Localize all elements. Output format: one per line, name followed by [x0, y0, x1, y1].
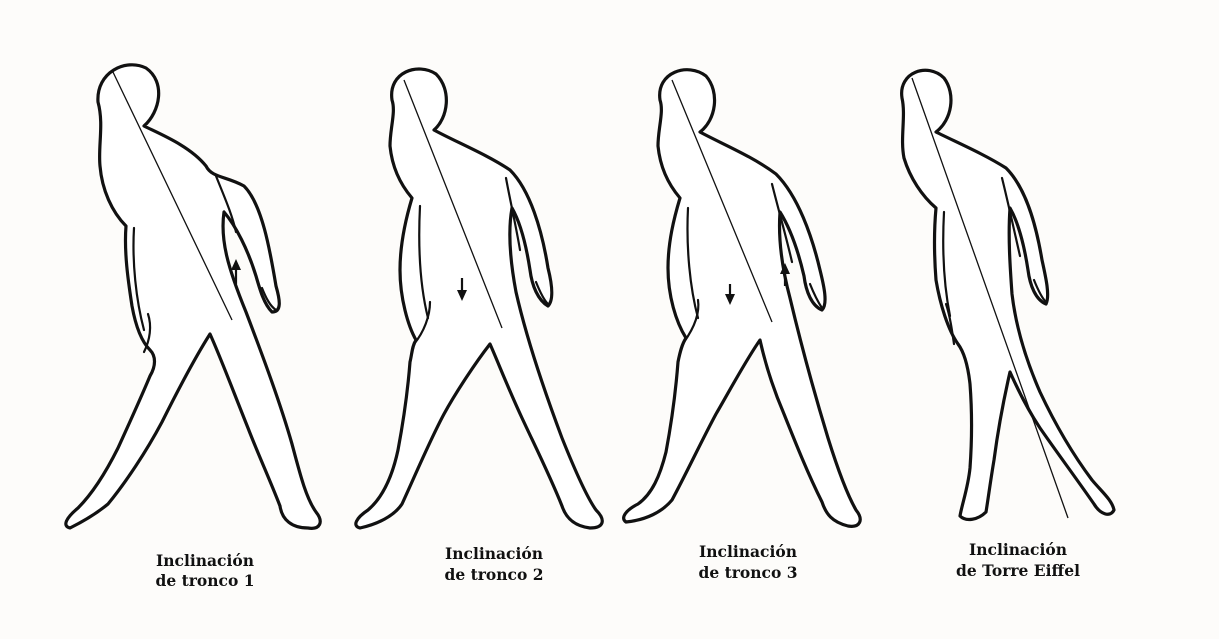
caption-line-2: de tronco 3 — [699, 563, 798, 582]
figure-tronco-1: Inclinación de tronco 1 — [66, 65, 320, 590]
caption-line-1: Inclinación — [969, 540, 1067, 559]
figure-torre-eiffel: Inclinación de Torre Eiffel — [902, 70, 1114, 580]
figure-tronco-2: Inclinación de tronco 2 — [356, 69, 602, 584]
caption-line-2: de tronco 1 — [156, 571, 255, 590]
body-outline — [624, 70, 861, 527]
caption-line-2: de Torre Eiffel — [956, 561, 1080, 580]
caption-line-1: Inclinación — [699, 542, 797, 561]
caption-line-1: Inclinación — [156, 551, 254, 570]
caption-line-1: Inclinación — [445, 544, 543, 563]
body-outline — [356, 69, 602, 528]
figure-tronco-3: Inclinación de tronco 3 — [624, 70, 861, 582]
caption-line-2: de tronco 2 — [445, 565, 544, 584]
body-outline — [66, 65, 320, 529]
